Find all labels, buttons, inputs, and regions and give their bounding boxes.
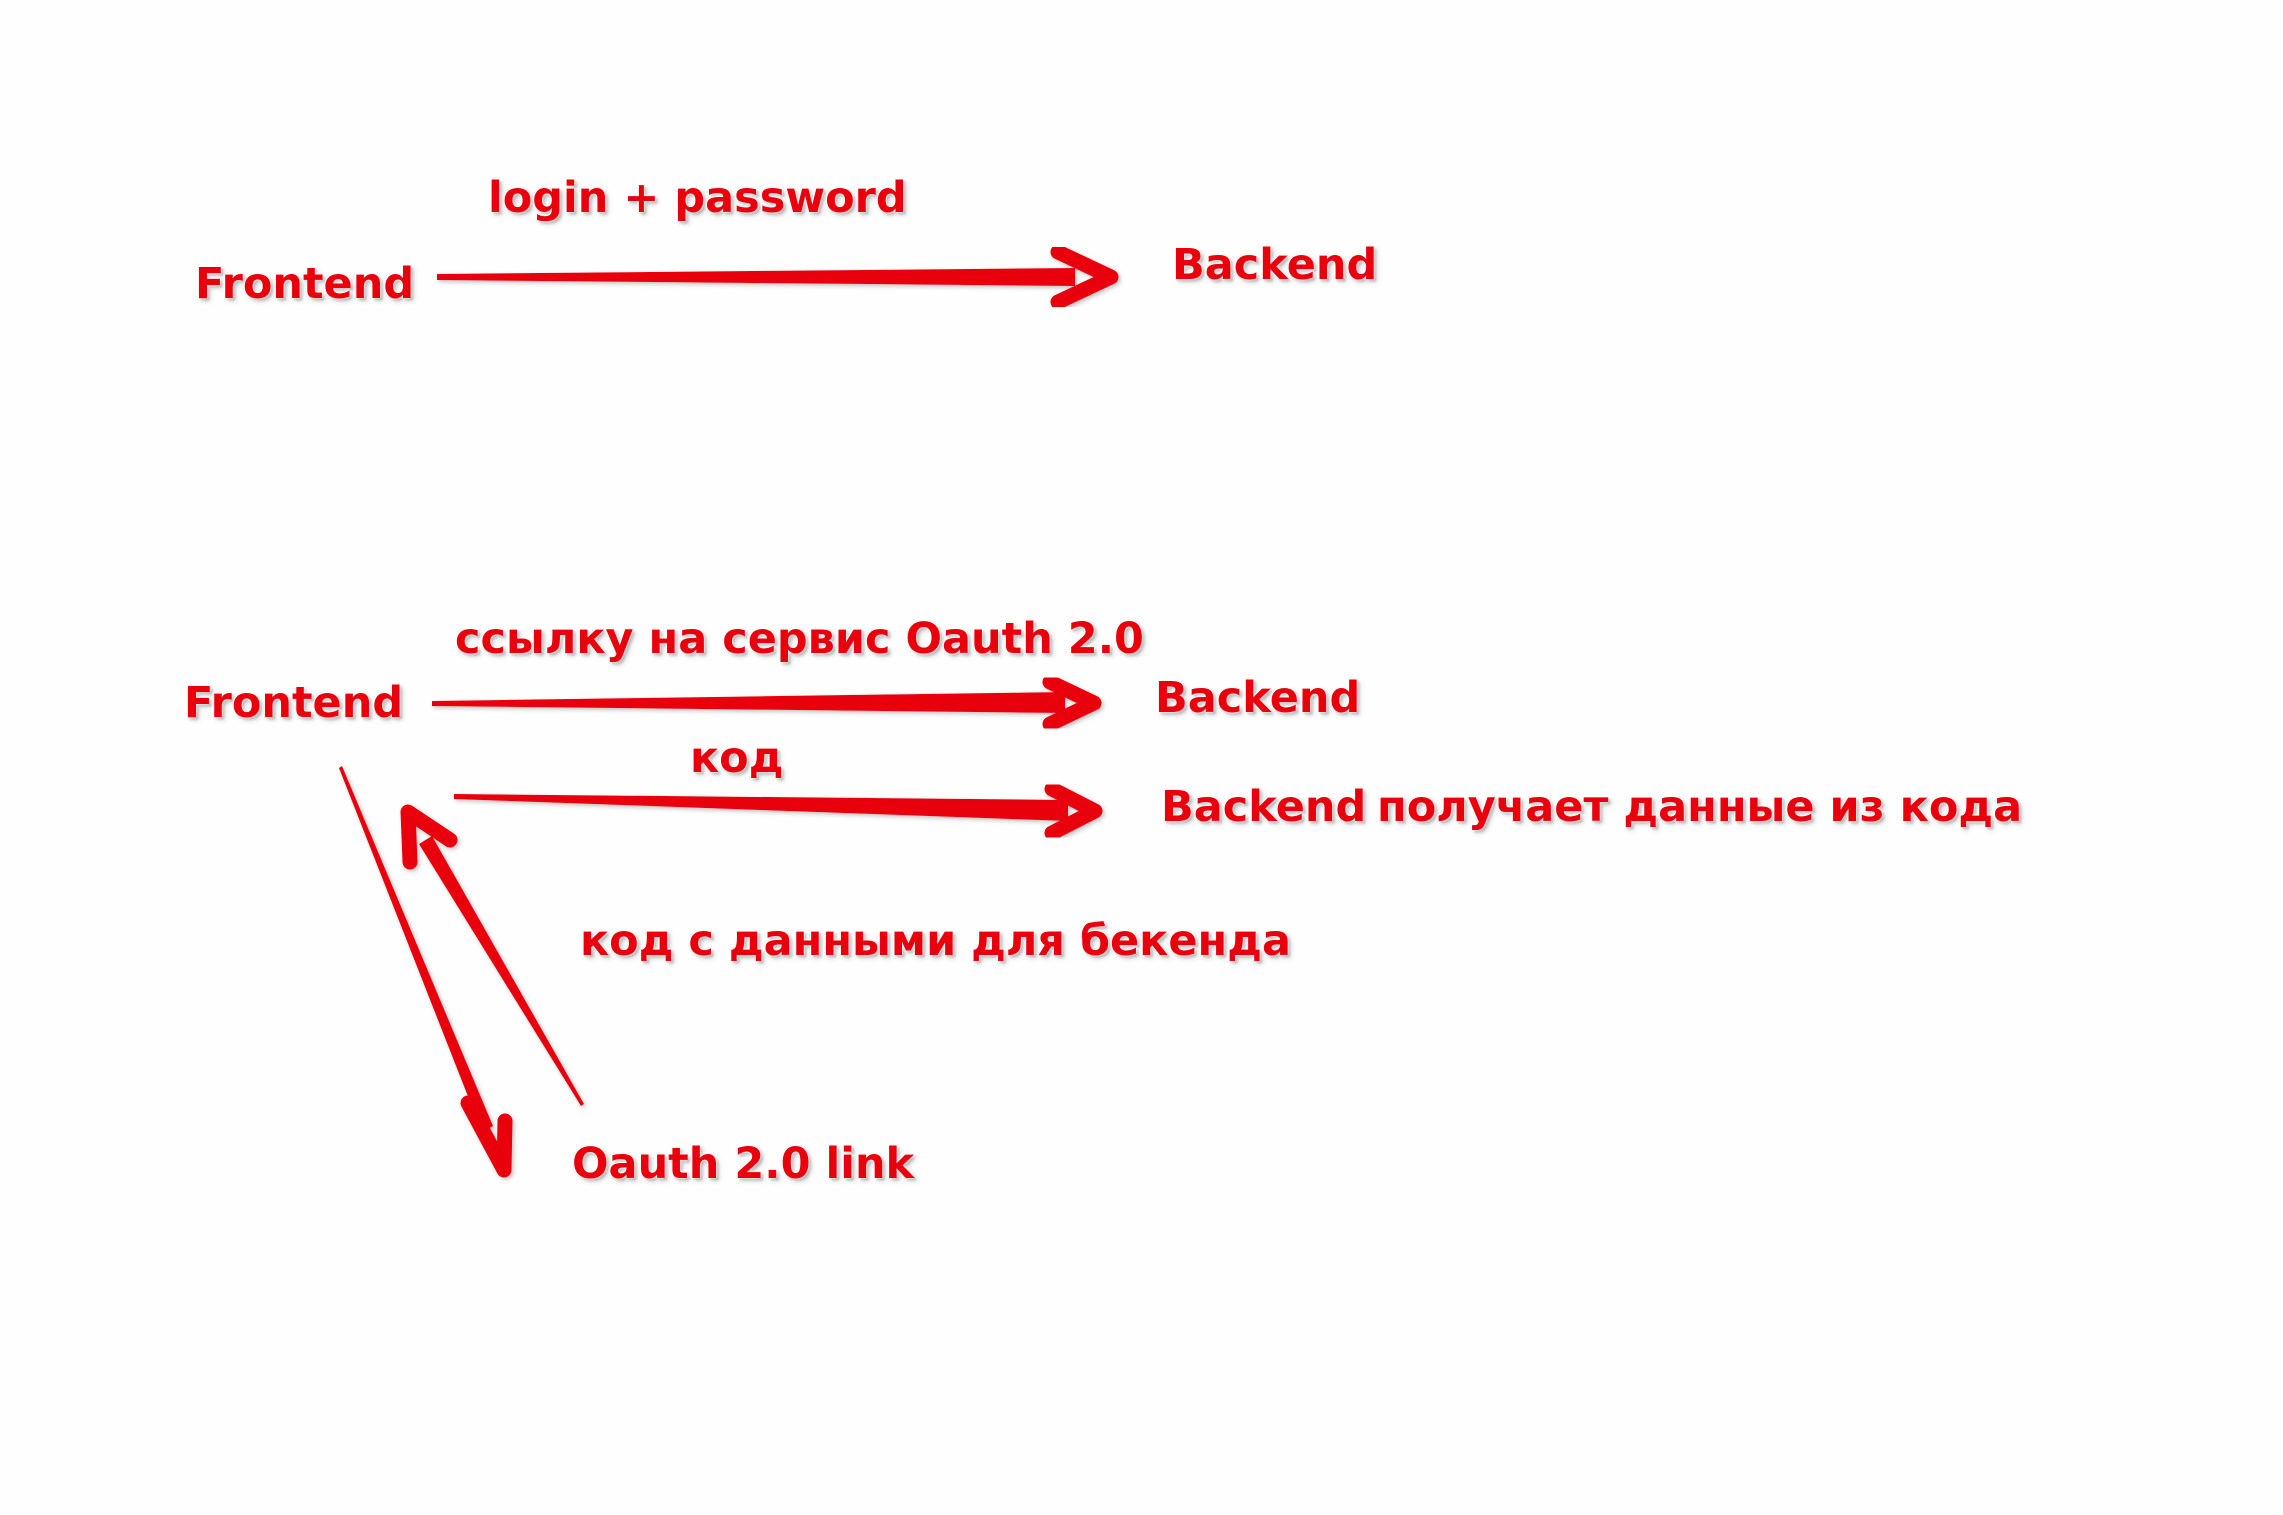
arrowhead (1050, 244, 1119, 310)
node-oauth-link: Oauth 2.0 link (572, 1139, 915, 1189)
arrow-frontend-to-oauth-link (339, 766, 513, 1178)
arrow-shaft (419, 836, 584, 1106)
node-backend-3: Backend (1161, 782, 1367, 832)
node-backend-2: Backend (1155, 673, 1361, 723)
note-backend-receives-data: получает данные из кода (1377, 782, 2023, 832)
node-backend-1: Backend (1172, 240, 1378, 290)
arrow-frontend-to-backend-link (432, 674, 1102, 732)
arrow-shaft (339, 766, 493, 1132)
arrow-shaft (454, 794, 1068, 821)
edge-label-login-password: login + password (488, 173, 907, 223)
edge-label-oauth-service-link: ссылку на сервис Oauth 2.0 (455, 614, 1144, 664)
node-frontend-1: Frontend (195, 259, 415, 309)
arrow-frontend-to-backend-code (454, 781, 1103, 841)
arrow-shaft (437, 268, 1075, 286)
node-frontend-2: Frontend (184, 678, 404, 728)
arrow-oauth-link-to-frontend (400, 804, 584, 1106)
arrow-frontend-to-backend-login (437, 244, 1119, 310)
edge-label-code-with-data: код с данными для бекенда (580, 916, 1291, 966)
arrow-shaft (432, 692, 1065, 713)
arrowhead (1044, 781, 1103, 841)
arrowhead (400, 804, 458, 870)
arrowhead (1042, 674, 1102, 732)
edge-label-code: код (690, 733, 784, 783)
arrowhead (460, 1095, 513, 1178)
